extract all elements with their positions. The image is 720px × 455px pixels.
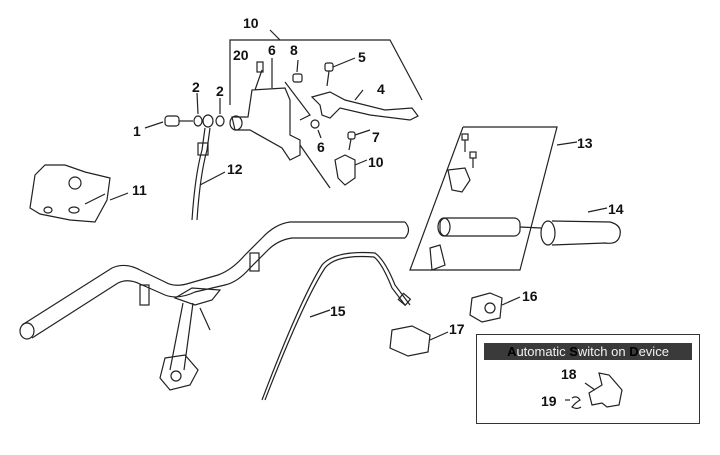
callout-4: 5 bbox=[358, 49, 366, 65]
callout-16: 16 bbox=[522, 288, 538, 304]
callout-14: 14 bbox=[608, 201, 624, 217]
banner-cap-a: A bbox=[507, 344, 517, 359]
grip-14 bbox=[519, 207, 621, 246]
callout-17: 17 bbox=[449, 321, 465, 337]
callout-3: 4 bbox=[377, 81, 385, 97]
washers-2 bbox=[193, 92, 225, 128]
lever-3 bbox=[310, 89, 419, 121]
callout-9: 10 bbox=[368, 154, 384, 170]
throttle-cable-15 bbox=[261, 251, 412, 401]
callout-2-right: 2 bbox=[216, 83, 224, 99]
cap-8 bbox=[284, 59, 311, 121]
banner-text-1: utomatic bbox=[516, 344, 570, 359]
inset-banner: Automatic Switch on Device bbox=[484, 343, 692, 360]
nut-5 bbox=[310, 119, 322, 139]
banner-text-2: witch on bbox=[577, 344, 630, 359]
callout-7: 6 bbox=[268, 42, 276, 58]
switch-housing-10 bbox=[29, 164, 129, 223]
banner-cap-s: S bbox=[569, 344, 578, 359]
switch-17 bbox=[389, 325, 449, 357]
callout-11: 10 bbox=[243, 15, 259, 31]
banner-cap-d: D bbox=[629, 344, 639, 359]
callout-5: 6 bbox=[317, 139, 325, 155]
bolt-4 bbox=[324, 57, 356, 87]
callout-8: 8 bbox=[290, 42, 298, 58]
callout-10: 11 bbox=[132, 182, 147, 198]
callout-19: 19 bbox=[541, 393, 557, 409]
banner-text-3: evice bbox=[638, 344, 669, 359]
callout-20: 20 bbox=[233, 47, 249, 63]
inset-drawing bbox=[565, 372, 623, 410]
auto-switch-18 bbox=[584, 372, 623, 408]
brake-hose-12 bbox=[191, 127, 226, 221]
switch-16 bbox=[469, 292, 521, 323]
callout-6: 7 bbox=[372, 129, 380, 145]
callout-1: 1 bbox=[133, 123, 141, 139]
handlebar bbox=[19, 221, 410, 391]
clip-19 bbox=[565, 396, 582, 410]
screw-6-clamp-9 bbox=[299, 129, 371, 189]
callout-2-left: 2 bbox=[192, 79, 200, 95]
assembly-11-bracket bbox=[229, 29, 423, 105]
throttle-box-13 bbox=[409, 126, 578, 271]
automatic-switch-inset: Automatic Switch on Device 18 19 bbox=[476, 334, 700, 424]
master-cylinder-7 bbox=[229, 58, 301, 161]
callout-18: 18 bbox=[561, 366, 577, 382]
callout-15: 15 bbox=[330, 303, 346, 319]
callout-13: 13 bbox=[577, 135, 593, 151]
bolt-1 bbox=[144, 115, 193, 129]
callout-12: 12 bbox=[227, 161, 243, 177]
